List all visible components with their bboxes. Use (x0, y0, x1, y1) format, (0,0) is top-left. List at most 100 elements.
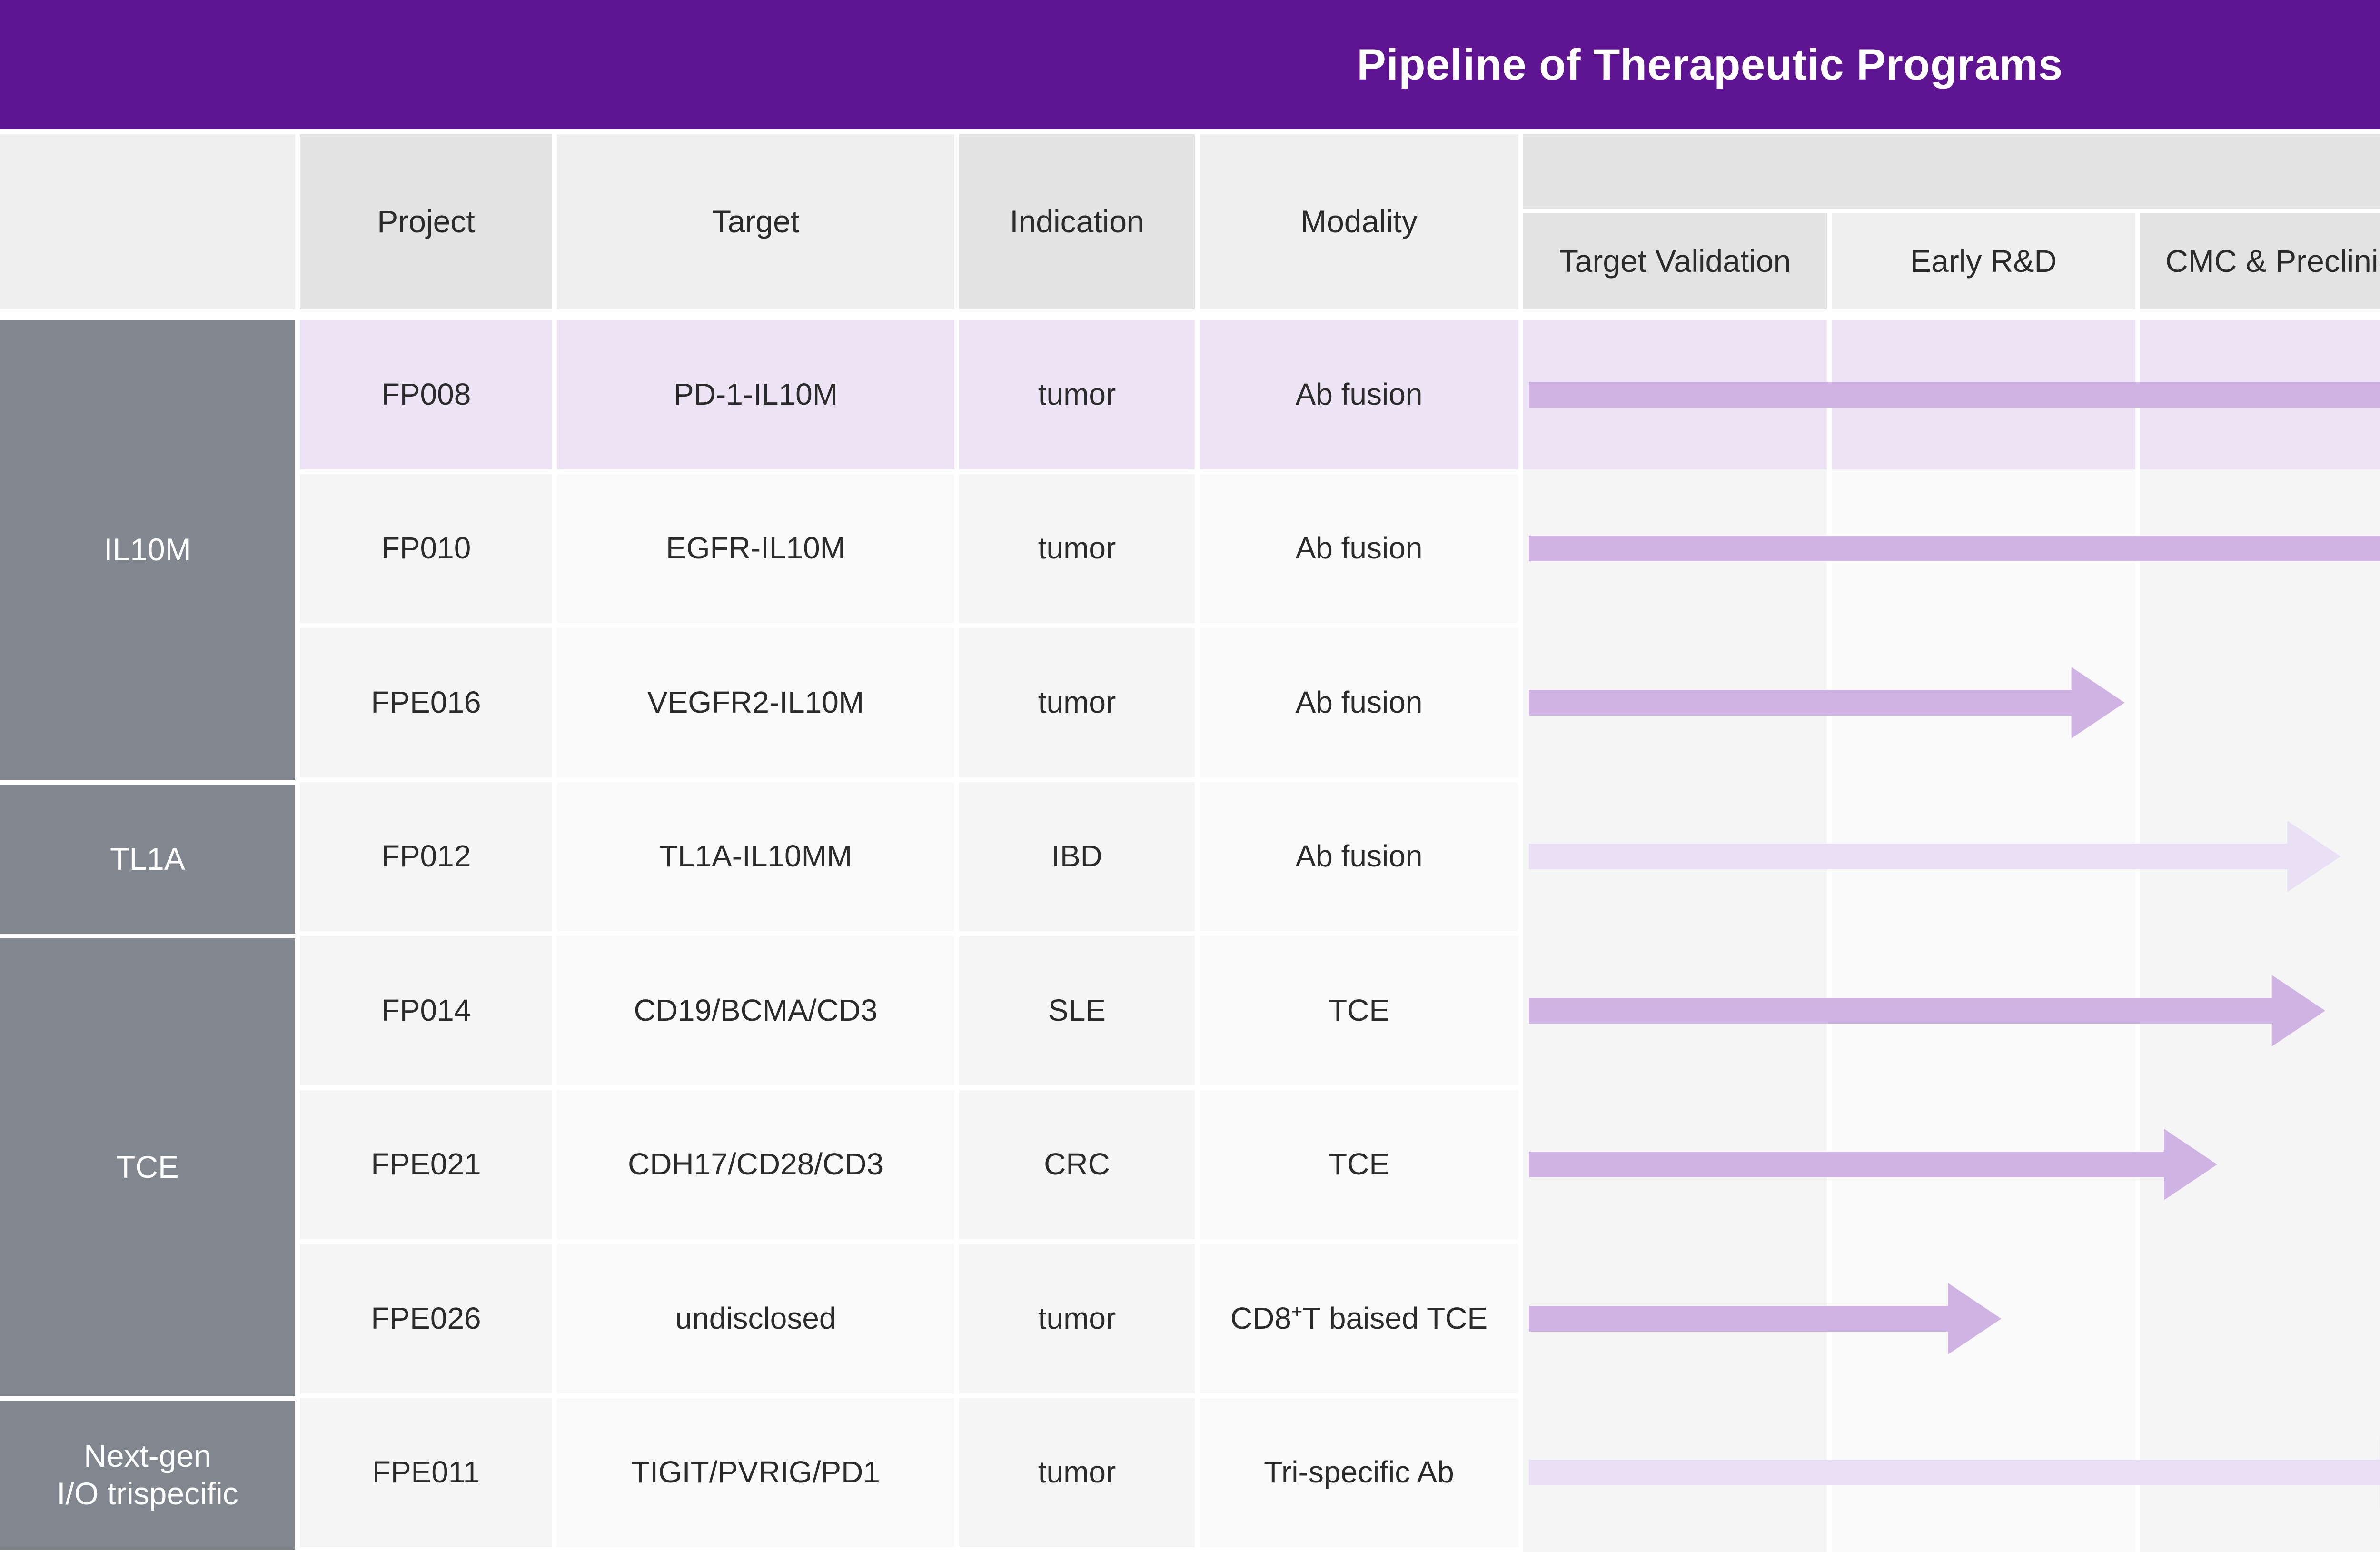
group-label: IL10M (104, 532, 191, 567)
cell-target: CDH17/CD28/CD3 (557, 1090, 954, 1239)
project-value: FPE026 (371, 1301, 481, 1335)
modality-value: Ab fusion (1295, 839, 1423, 874)
column-header-label: Modality (1300, 204, 1418, 239)
project-value: FP012 (381, 839, 471, 874)
stage-header-label: Early R&D (1910, 243, 2057, 279)
column-header-label: Indication (1010, 204, 1144, 239)
cell-modality: Ab fusion (1200, 782, 1518, 931)
column-header-label: Project (377, 204, 475, 239)
cell-target: TL1A-IL10MM (557, 782, 954, 931)
cell-project: FPE021 (300, 1090, 552, 1239)
indication-value: IBD (1051, 839, 1102, 874)
indication-value: CRC (1044, 1147, 1110, 1182)
page-title: Pipeline of Therapeutic Programs (1357, 40, 2063, 89)
cell-indication: tumor (959, 1244, 1195, 1393)
project-value: FPE011 (372, 1455, 480, 1490)
progress-lane-2 (1832, 320, 2135, 1552)
target-value: PD-1-IL10M (674, 377, 838, 411)
project-value: FP008 (381, 377, 471, 411)
indication-value: tumor (1038, 1301, 1116, 1335)
target-value: undisclosed (675, 1301, 836, 1335)
header-cell-modality: Modality (1200, 134, 1518, 309)
cell-modality: Ab fusion (1200, 628, 1518, 777)
cell-target: EGFR-IL10M (557, 474, 954, 623)
group-label: TL1A (110, 841, 185, 876)
progress-lane-1 (1523, 320, 1827, 1552)
modality-value: Ab fusion (1295, 685, 1423, 719)
progress-arrow-fpe016 (1529, 667, 2125, 738)
project-value: FPE016 (371, 685, 481, 719)
progress-arrow-fp014 (1529, 975, 2325, 1046)
progress-arrow-fp008 (1529, 359, 2380, 430)
indication-value: SLE (1048, 993, 1106, 1027)
page-title-bar: Pipeline of Therapeutic Programs (0, 0, 2380, 129)
modality-value: Ab fusion (1295, 377, 1423, 411)
group-box-tce: TCE (0, 938, 295, 1396)
target-value: CD19/BCMA/CD3 (634, 993, 878, 1027)
header-cell-indication: Indication (959, 134, 1195, 309)
stage-header-label: Target Validation (1559, 243, 1791, 279)
progress-lane-3 (2140, 320, 2380, 1552)
cell-indication: CRC (959, 1090, 1195, 1239)
progress-arrow-fp012 (1529, 821, 2341, 893)
cell-indication: SLE (959, 936, 1195, 1085)
group-label: TCE (116, 1149, 179, 1184)
modality-value: Tri-specific Ab (1264, 1455, 1454, 1490)
cell-indication: tumor (959, 320, 1195, 469)
indication-value: tumor (1038, 531, 1116, 566)
cell-project: FP010 (300, 474, 552, 623)
cell-target: PD-1-IL10M (557, 320, 954, 469)
cell-target: CD19/BCMA/CD3 (557, 936, 954, 1085)
cell-modality: CD8+T baised TCE (1200, 1244, 1518, 1393)
header-cell-project: Project (300, 134, 552, 309)
cell-modality: Ab fusion (1200, 320, 1518, 469)
cell-project: FP014 (300, 936, 552, 1085)
target-value: VEGFR2-IL10M (647, 685, 864, 719)
modality-value: CD8+T baised TCE (1230, 1301, 1488, 1335)
cell-indication: tumor (959, 1398, 1195, 1547)
cell-project: FP012 (300, 782, 552, 931)
cell-target: VEGFR2-IL10M (557, 628, 954, 777)
indication-value: tumor (1038, 1455, 1116, 1490)
modality-value: TCE (1329, 993, 1389, 1027)
cell-modality: TCE (1200, 1090, 1518, 1239)
column-header-label: Target (712, 204, 800, 239)
cell-indication: tumor (959, 628, 1195, 777)
target-value: EGFR-IL10M (666, 531, 845, 566)
stage-header-target-validation: Target Validation (1523, 213, 1827, 309)
indication-value: tumor (1038, 685, 1116, 719)
cell-project: FPE011 (300, 1398, 552, 1547)
target-value: TL1A-IL10MM (659, 839, 853, 874)
modality-value: TCE (1329, 1147, 1389, 1182)
group-box-il10m: IL10M (0, 320, 295, 780)
project-value: FPE021 (371, 1147, 481, 1182)
modality-value: Ab fusion (1295, 531, 1423, 566)
header-cell-blank (0, 134, 295, 309)
stage-header-label: CMC & Preclinical (2165, 243, 2380, 279)
cell-project: FPE016 (300, 628, 552, 777)
cell-modality: TCE (1200, 936, 1518, 1085)
progress-arrow-fpe026 (1529, 1283, 2002, 1354)
cell-indication: IBD (959, 782, 1195, 931)
header-cell-target: Target (557, 134, 954, 309)
project-value: FP010 (381, 531, 471, 566)
progress-arrow-fpe011 (1529, 1437, 2380, 1509)
target-value: CDH17/CD28/CD3 (627, 1147, 884, 1182)
cell-modality: Ab fusion (1200, 474, 1518, 623)
stage-header-cmc-preclinical: CMC & Preclinical (2140, 213, 2380, 309)
cell-project: FP008 (300, 320, 552, 469)
cell-project: FPE026 (300, 1244, 552, 1393)
header-cell-progress-group: Progress (1523, 134, 2380, 209)
stage-header-early-r-d: Early R&D (1832, 213, 2135, 309)
indication-value: tumor (1038, 377, 1116, 411)
progress-arrow-fpe021 (1529, 1129, 2217, 1201)
cell-target: TIGIT/PVRIG/PD1 (557, 1398, 954, 1547)
progress-arrow-fp010 (1529, 513, 2380, 584)
cell-indication: tumor (959, 474, 1195, 623)
target-value: TIGIT/PVRIG/PD1 (631, 1455, 880, 1490)
cell-target: undisclosed (557, 1244, 954, 1393)
cell-modality: Tri-specific Ab (1200, 1398, 1518, 1547)
